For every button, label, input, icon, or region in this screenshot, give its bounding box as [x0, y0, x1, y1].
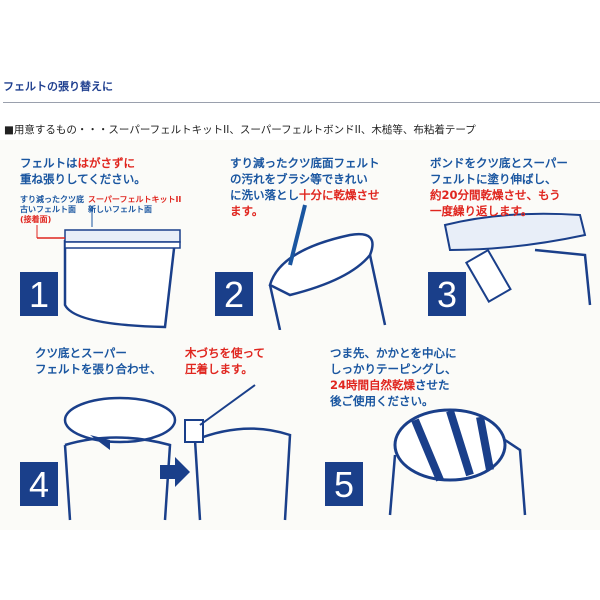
step-3-text: ボンドをクツ底とスーパーフェルトに塗り伸ばし、約20分間乾燥させ、もう一度繰り返… [430, 155, 568, 219]
instruction-illustration: フェルトははがさずに重ね張りしてください。 すり減ったクツ底古いフェルト面(接着… [0, 140, 600, 530]
label: すり減ったクツ底 [20, 195, 84, 204]
step-2-text: すり減ったクツ底面フェルトの汚れをブラシ等できれいに洗い落とし十分に乾燥させます… [230, 155, 380, 219]
text-emphasis: 十分に乾燥させ [299, 188, 380, 202]
step-4-text-emphasis: 木づちを使って圧着します。 [185, 345, 265, 377]
text: に洗い落とし [230, 188, 299, 202]
text-emphasis: ます。 [230, 204, 264, 218]
step-5-text: つま先、かかとを中心にしっかりテーピングし、 24時間自然乾燥させた後ご使用くださ… [330, 345, 457, 409]
text-emphasis: 約20分間乾燥させ、もう [430, 188, 561, 202]
pressing-illustration [63, 384, 292, 521]
step-4: クツ底とスーパーフェルトを張り合わせ、 木づちを使って圧着します。 4 [15, 345, 305, 521]
step-2: すり減ったクツ底面フェルトの汚れをブラシ等できれいに洗い落とし十分に乾燥させます… [210, 155, 400, 330]
text: フェルトは [20, 156, 78, 170]
text: しっかりテーピングし、 [330, 362, 457, 376]
step-number: 3 [428, 272, 466, 316]
text: つま先、かかとを中心に [330, 346, 457, 360]
text-emphasis: 24時間自然乾燥 [330, 378, 416, 392]
text: 後ご使用ください。 [330, 394, 434, 408]
step-number: 2 [215, 272, 253, 316]
step-number: 5 [325, 462, 363, 506]
step-1-text: フェルトははがさずに重ね張りしてください。 [20, 155, 146, 187]
text-emphasis: 圧着します。 [185, 362, 253, 376]
step-1: フェルトははがさずに重ね張りしてください。 すり減ったクツ底古いフェルト面(接着… [15, 155, 205, 330]
text: ボンドをクツ底とスーパー [430, 156, 568, 170]
step-number: 1 [20, 272, 58, 316]
text: すり減ったクツ底面フェルト [230, 156, 380, 170]
step-number: 4 [20, 462, 58, 506]
label: 古いフェルト面 [20, 205, 76, 214]
text: の汚れをブラシ等できれい [230, 172, 368, 186]
felt-layer-illustration [36, 207, 181, 329]
step-5: つま先、かかとを中心にしっかりテーピングし、 24時間自然乾燥させた後ご使用くださ… [320, 345, 590, 520]
text-emphasis: はがさずに [77, 156, 136, 170]
page-title: フェルトの張り替えに [3, 80, 113, 93]
text-emphasis: 一度繰り返します。 [430, 204, 533, 218]
brush-cleaning-illustration [268, 204, 387, 330]
taping-illustration [388, 408, 527, 516]
text: 重ね張りしてください。 [20, 172, 146, 186]
required-items: ■用意するもの・・・スーパーフェルトキットII、スーパーフェルトボンドII、木槌… [4, 124, 476, 136]
label: 新しいフェルト面 [88, 205, 152, 214]
text-emphasis: 木づちを使って [185, 346, 265, 360]
text: フェルトを張り合わせ、 [35, 362, 162, 376]
step-4-text: クツ底とスーパーフェルトを張り合わせ、 [35, 345, 162, 377]
divider [3, 102, 600, 103]
old-felt-label: すり減ったクツ底古いフェルト面(接着面) [20, 195, 84, 225]
bond-applying-illustration [443, 212, 592, 306]
text: クツ底とスーパー [35, 346, 127, 360]
text: させた [415, 378, 450, 392]
label: スーパーフェルトキットII [88, 195, 182, 204]
step-3: ボンドをクツ底とスーパーフェルトに塗り伸ばし、約20分間乾燥させ、もう一度繰り返… [405, 155, 595, 330]
label: (接着面) [20, 215, 52, 224]
text: フェルトに塗り伸ばし、 [430, 172, 557, 186]
